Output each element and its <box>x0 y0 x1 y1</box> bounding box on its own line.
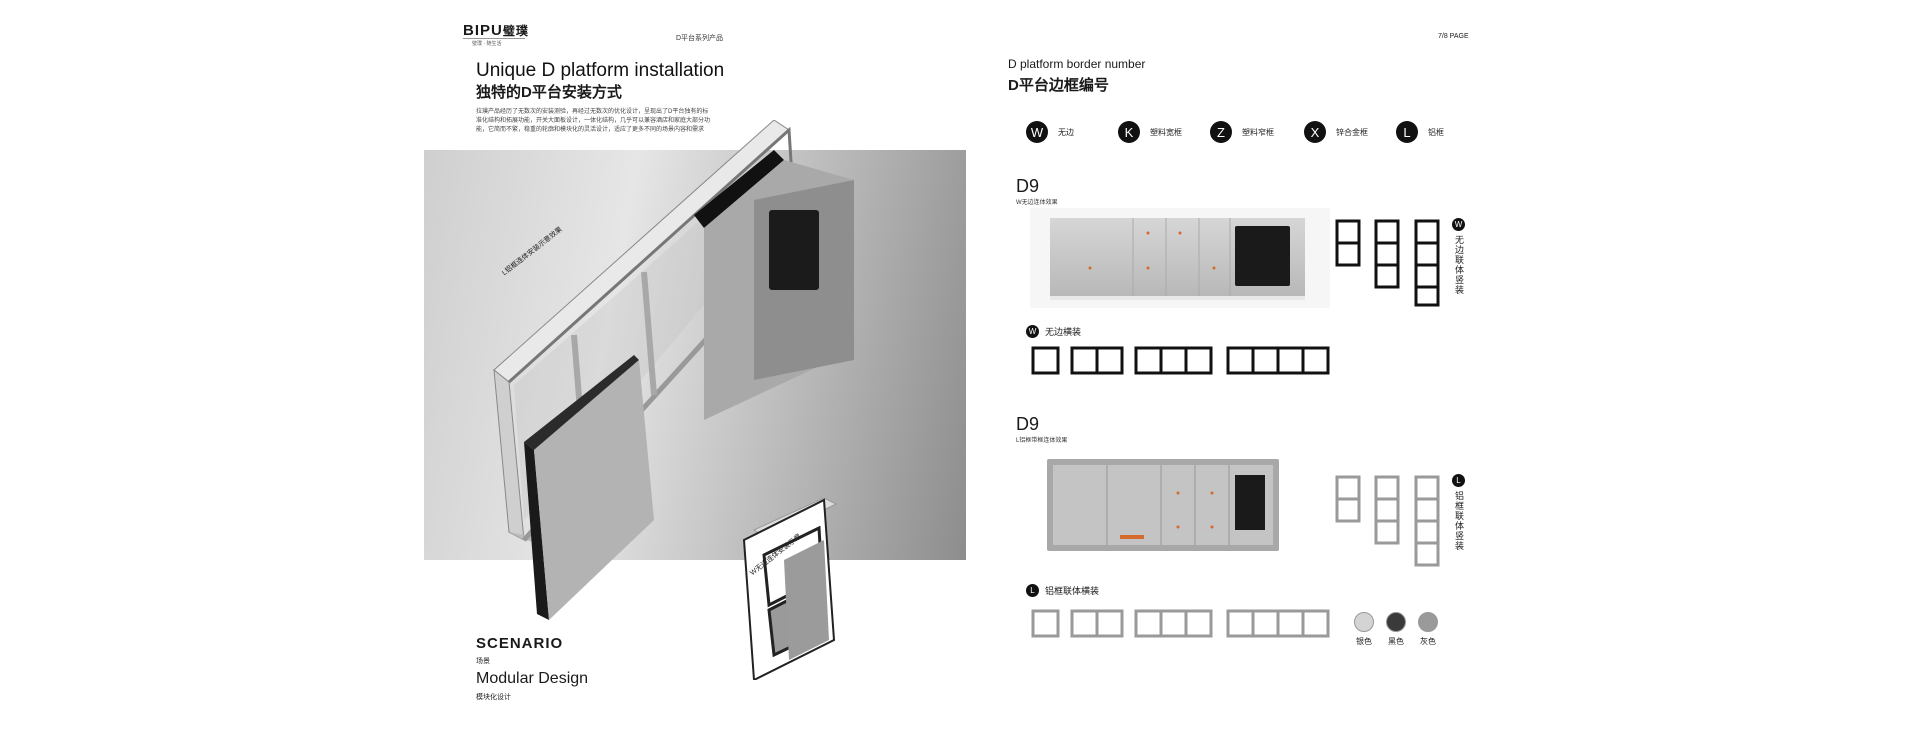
scene-lower-white <box>424 560 966 680</box>
color-black-swatch <box>1386 612 1406 632</box>
w-horizontal-heading: W 无边横装 <box>1026 325 1081 338</box>
series-label: D平台系列产品 <box>676 35 724 42</box>
l-horizontal-frames <box>1031 609 1330 638</box>
d9-title-w: D9 <box>1016 176 1040 196</box>
exploded-frame-illustration <box>493 120 854 680</box>
modular-heading: Modular Design <box>476 670 589 687</box>
code-z-badge: Z <box>1210 121 1232 143</box>
d9-subtitle-w: W无边连体效果 <box>1016 200 1058 206</box>
code-k-badge: K <box>1118 121 1140 143</box>
code-l-label: 铝框 <box>1428 127 1444 137</box>
border-title-en: D platform border number <box>1008 57 1146 71</box>
code-k: K 塑料宽框 <box>1118 121 1210 143</box>
color-silver: 银色 <box>1354 612 1374 647</box>
code-x-label: 锌合金框 <box>1336 127 1368 137</box>
logo-tagline: 璧璞 · 随生活 <box>472 41 502 47</box>
front-panel <box>524 355 654 620</box>
color-black-label: 黑色 <box>1388 637 1404 646</box>
d9-title-l: D9 <box>1016 414 1040 434</box>
code-w-label: 无边 <box>1058 127 1074 137</box>
d9-w-product-photo <box>1030 208 1330 308</box>
socket-hole <box>769 210 819 290</box>
color-grey-swatch <box>1418 612 1438 632</box>
w-vertical-label: 无边联体竖装 <box>1454 235 1464 295</box>
w-horizontal-badge: W <box>1026 325 1039 338</box>
l-horizontal-label: 铝框联体横装 <box>1045 586 1100 596</box>
color-silver-swatch <box>1354 612 1374 632</box>
switch-panel <box>694 150 854 420</box>
d9-subtitle-l: L铝框带框连体效果 <box>1016 438 1068 444</box>
color-grey-label: 灰色 <box>1420 637 1436 646</box>
page-title-zh: 独特的D平台安装方式 <box>476 84 622 101</box>
brand-logo: BIPU璧璞 <box>463 22 529 39</box>
w-vertical-frames <box>1335 219 1440 307</box>
code-l-badge: L <box>1396 121 1418 143</box>
page-number: 7/8 PAGE <box>1438 33 1469 40</box>
w-frame-inset <box>742 497 838 680</box>
color-grey: 灰色 <box>1418 612 1438 647</box>
color-options: 银色 黑色 灰色 <box>1354 612 1438 647</box>
l-vertical-frames <box>1335 475 1440 567</box>
code-x-badge: X <box>1304 121 1326 143</box>
modular-subheading: 模块化设计 <box>476 694 511 701</box>
color-black: 黑色 <box>1386 612 1406 647</box>
logo-divider <box>463 38 525 39</box>
code-w-badge: W <box>1026 121 1048 143</box>
code-k-label: 塑料宽框 <box>1150 127 1182 137</box>
l-vertical-badge: L <box>1452 474 1465 487</box>
border-title-zh: D平台边框编号 <box>1008 77 1109 94</box>
code-x: X 锌合金框 <box>1304 121 1396 143</box>
w-vertical-badge: W <box>1452 218 1465 231</box>
code-w: W 无边 <box>1026 121 1118 143</box>
scenario-heading: SCENARIO <box>476 635 564 652</box>
color-silver-label: 银色 <box>1356 637 1372 646</box>
l-horizontal-heading: L 铝框联体横装 <box>1026 584 1099 597</box>
scenario-subheading: 场景 <box>476 658 490 665</box>
l-vertical-label: 铝框联体竖装 <box>1454 491 1464 551</box>
border-code-legend: W 无边 K 塑料宽框 Z 塑料窄框 X 锌合金框 L 铝框 <box>1026 121 1476 143</box>
l-horizontal-badge: L <box>1026 584 1039 597</box>
w-horizontal-frames <box>1031 346 1330 375</box>
code-l: L 铝框 <box>1396 121 1476 143</box>
code-z-label: 塑料窄框 <box>1242 127 1274 137</box>
w-horizontal-label: 无边横装 <box>1045 327 1082 337</box>
code-z: Z 塑料窄框 <box>1210 121 1304 143</box>
d9-l-product-photo <box>1047 459 1279 551</box>
intro-paragraph: 拉璞产品经历了无数次的安装测验，再经过无数次的优化设计，呈现出了D平台独有的标准… <box>476 109 711 133</box>
page-title-en: Unique D platform installation <box>476 60 725 81</box>
